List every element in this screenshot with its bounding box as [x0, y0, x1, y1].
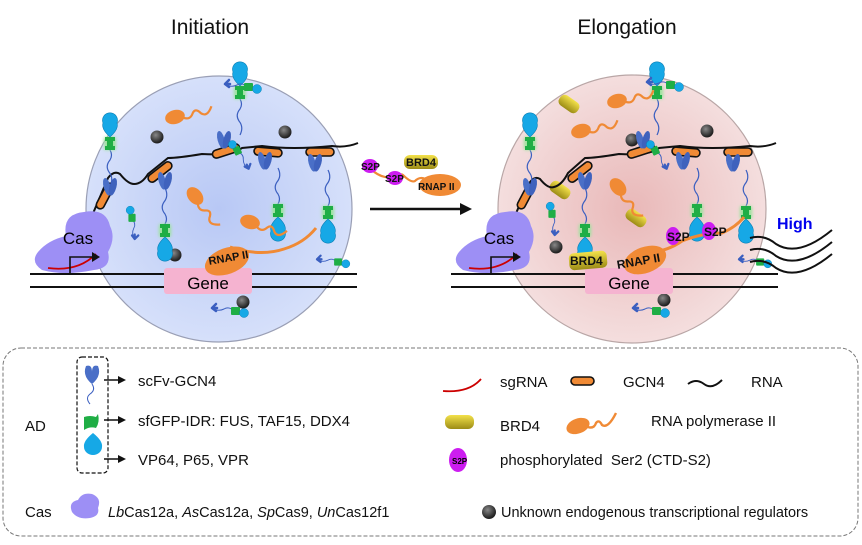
vp64-icon [83, 433, 103, 455]
svg-text:RNA polymerase II: RNA polymerase II [651, 413, 776, 430]
rna-wave-icon [749, 241, 833, 262]
gene-box: Gene [585, 268, 673, 294]
svg-text:S2P: S2P [385, 174, 404, 185]
legend-sfgfp-item: sfGFP-IDR: FUS, TAF15, DDX4 [84, 413, 350, 430]
unknown-regulator-icons [150, 125, 292, 309]
scfv-icon [84, 365, 100, 384]
svg-text:Cas: Cas [484, 229, 514, 248]
initiation-panel: Initiation [30, 16, 359, 343]
initiation-condensate [85, 75, 353, 343]
svg-text:sgRNA: sgRNA [500, 374, 548, 391]
transition-arrow-icon [460, 203, 472, 215]
legend-gcn4-item: GCN4 [570, 374, 665, 391]
sfgfp-idr-icon [84, 414, 99, 430]
svg-text:RNA: RNA [751, 374, 783, 391]
svg-text:Gene: Gene [608, 274, 650, 293]
svg-text:scFv-GCN4: scFv-GCN4 [138, 373, 216, 390]
svg-text:BRD4: BRD4 [500, 418, 540, 435]
high-output: High [749, 216, 833, 274]
legend-rna-item: RNA [687, 374, 783, 391]
gene-box: Gene [164, 268, 252, 294]
svg-text:BRD4: BRD4 [570, 254, 603, 268]
svg-text:GCN4: GCN4 [623, 374, 665, 391]
sgrna-icon [442, 378, 482, 393]
rnap-icon [566, 417, 590, 435]
legend-scfv-item: scFv-GCN4 [84, 365, 216, 405]
promoter-arrow-icon [490, 256, 513, 274]
rnap-elongating: RNAP II S2P S2P [616, 216, 746, 275]
elongation-title: Elongation [577, 16, 676, 39]
svg-text:phosphorylated Ser2 (CTD-S2): phosphorylated Ser2 (CTD-S2) [500, 452, 711, 469]
svg-text:BRD4: BRD4 [406, 157, 437, 169]
svg-text:Cas: Cas [63, 229, 93, 248]
brd4-icon [445, 415, 474, 429]
elongation-panel: Elongation [451, 16, 833, 344]
legend: AD scFv-GCN4 sfGFP-IDR: FUS, TAF15, DDX4… [2, 347, 859, 537]
svg-text:S2P: S2P [704, 225, 727, 239]
initiation-title: Initiation [171, 16, 249, 39]
cas-icon [70, 493, 100, 519]
high-label: High [777, 216, 813, 233]
rnap-bound: RNAP II [204, 227, 318, 276]
transition: S2P S2P BRD4 RNAP II [361, 155, 472, 215]
unknown-regulator-icon [482, 505, 496, 519]
svg-text:S2P: S2P [667, 230, 690, 244]
legend-vp64-item: VP64, P65, VPR [83, 433, 249, 469]
cas-protein: Cas [455, 211, 534, 274]
cas-variants: LbCas12a, AsCas12a, SpCas9, UnCas12f1 [108, 505, 389, 521]
rna-icon [687, 379, 723, 388]
rna-strand [85, 142, 359, 231]
cas-protein: Cas [34, 211, 113, 274]
svg-text:Gene: Gene [187, 274, 229, 293]
svg-text:S2P: S2P [452, 457, 468, 466]
legend-ad-label: AD [25, 418, 46, 435]
promoter-arrow-icon [69, 256, 92, 274]
brd4-bound: BRD4 [568, 250, 608, 271]
rna-wave-icon [749, 229, 833, 250]
svg-text:sfGFP-IDR: FUS, TAF15, DDX4: sfGFP-IDR: FUS, TAF15, DDX4 [138, 413, 350, 430]
legend-cas-label: Cas [25, 504, 52, 521]
svg-text:RNAP II: RNAP II [418, 182, 455, 193]
rna-wave-icon [749, 253, 833, 274]
unknown-regulator-icons [549, 124, 714, 307]
legend-brd4-item: BRD4 [445, 415, 540, 435]
rna-strand [508, 142, 777, 231]
svg-text:S2P: S2P [361, 162, 380, 173]
s2p-icon [449, 448, 467, 472]
svg-text:VP64, P65, VPR: VP64, P65, VPR [138, 452, 249, 469]
legend-sgrna-item: sgRNA [442, 374, 548, 393]
svg-text:Unknown endogenous transcrip: Unknown endogenous transcriptional regul… [501, 505, 808, 521]
gcn4-icon [570, 376, 595, 386]
legend-rnap-item: RNA polymerase II [566, 412, 776, 435]
ad-box [76, 356, 109, 474]
legend-s2p-item: S2P phosphorylated Ser2 (CTD-S2) [449, 448, 711, 472]
